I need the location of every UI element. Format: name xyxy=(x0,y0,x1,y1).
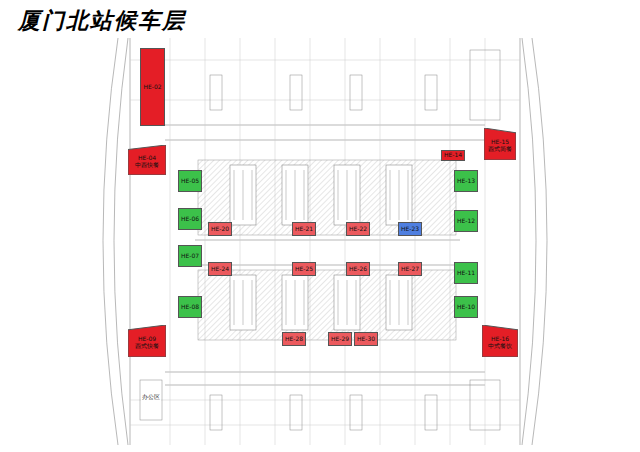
shop-unit: HE-29 xyxy=(328,332,352,346)
shop-unit: HE-05 xyxy=(178,170,202,192)
shop-unit: HE-06 xyxy=(178,208,202,230)
shop-label: HE-26 xyxy=(349,266,367,273)
shop-unit: HE-02 xyxy=(140,48,165,126)
shop-label: 西式快餐 xyxy=(135,343,159,350)
shop-unit: HE-04中西快餐 xyxy=(128,145,166,175)
shop-label: HE-16 xyxy=(491,336,509,343)
shop-unit: HE-15西式简餐 xyxy=(484,128,516,160)
shop-label: HE-23 xyxy=(401,226,419,233)
shop-unit: HE-20 xyxy=(208,222,232,236)
shop-label: HE-30 xyxy=(357,336,375,343)
shop-label: HE-12 xyxy=(457,218,475,225)
shop-unit: HE-13 xyxy=(454,170,478,192)
shop-label: HE-29 xyxy=(331,336,349,343)
shop-label: HE-10 xyxy=(457,304,475,311)
shop-unit: HE-07 xyxy=(178,245,202,267)
shop-label: HE-14 xyxy=(444,152,462,159)
shop-unit: HE-12 xyxy=(454,210,478,232)
title: 厦门北站候车层 xyxy=(18,6,186,36)
shop-unit: HE-27 xyxy=(398,262,422,276)
shop-label: HE-06 xyxy=(181,216,199,223)
shop-unit: HE-23 xyxy=(398,222,422,236)
shop-unit: HE-21 xyxy=(292,222,316,236)
shop-unit: HE-26 xyxy=(346,262,370,276)
shop-label: HE-15 xyxy=(491,139,509,146)
shop-unit: HE-24 xyxy=(208,262,232,276)
shop-label: 中式餐饮 xyxy=(488,343,512,350)
shop-label: HE-22 xyxy=(349,226,367,233)
shop-unit: HE-28 xyxy=(282,332,306,346)
shop-unit: HE-11 xyxy=(454,262,478,284)
shop-unit: HE-30 xyxy=(354,332,378,346)
shop-unit: HE-10 xyxy=(454,296,478,318)
shop-label: HE-09 xyxy=(138,336,156,343)
shop-label: HE-11 xyxy=(457,270,475,277)
shop-label: HE-21 xyxy=(295,226,313,233)
shop-label: HE-24 xyxy=(211,266,229,273)
shop-label: HE-20 xyxy=(211,226,229,233)
shop-label: 西式简餐 xyxy=(488,146,512,153)
shop-unit: HE-09西式快餐 xyxy=(128,325,166,357)
shop-label: HE-13 xyxy=(457,178,475,185)
shop-unit: HE-08 xyxy=(178,296,202,318)
shop-unit: HE-25 xyxy=(292,262,316,276)
shop-label: HE-08 xyxy=(181,304,199,311)
shop-label: 中西快餐 xyxy=(135,162,159,169)
shop-unit: HE-16中式餐饮 xyxy=(482,325,518,357)
shop-label: HE-07 xyxy=(181,253,199,260)
shop-label: HE-02 xyxy=(143,84,161,91)
room-label: 办公区 xyxy=(141,393,161,402)
shop-label: HE-28 xyxy=(285,336,303,343)
shop-label: HE-04 xyxy=(138,155,156,162)
shop-unit: HE-14 xyxy=(441,150,465,161)
shop-label: HE-27 xyxy=(401,266,419,273)
shop-unit: HE-22 xyxy=(346,222,370,236)
shop-label: HE-05 xyxy=(181,178,199,185)
shop-label: HE-25 xyxy=(295,266,313,273)
